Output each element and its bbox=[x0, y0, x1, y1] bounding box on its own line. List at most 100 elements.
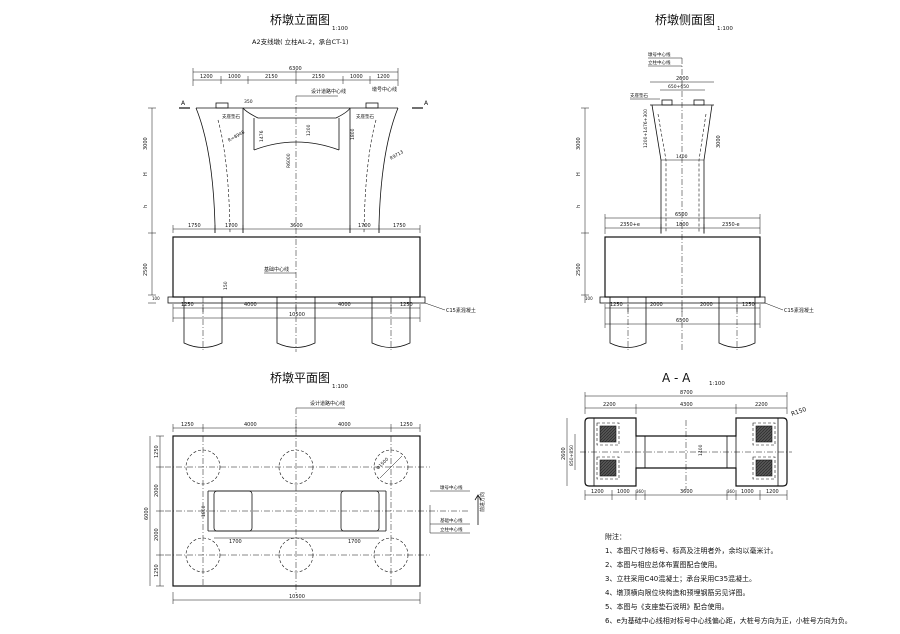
section-dim-top-0: 2200 bbox=[603, 402, 616, 408]
side-title: 桥墩侧面图 bbox=[655, 13, 715, 27]
plan-dim-top-1: 4000 bbox=[244, 422, 257, 428]
label-bearing-left: 支座垫石 bbox=[222, 113, 240, 120]
label-c15: C15素混凝土 bbox=[446, 307, 476, 314]
section-mark-left: A bbox=[181, 100, 186, 107]
dim-top-5: 1200 bbox=[377, 74, 390, 80]
plan-dim-top-3: 1250 bbox=[400, 422, 413, 428]
side-dim-h: H bbox=[576, 172, 582, 176]
side-dim-pile-0: 1250 bbox=[610, 302, 623, 308]
section-dim-bot-3: 3600 bbox=[680, 489, 693, 495]
side-dim-h2: h bbox=[576, 205, 582, 208]
note-item-3: 3、立柱采用C40混凝土；承台采用C35混凝土。 bbox=[605, 575, 757, 583]
side-dim-mid-0: 2350+e bbox=[620, 222, 640, 228]
side-scale: 1:100 bbox=[717, 26, 733, 32]
radius-right: R9713 bbox=[389, 149, 405, 162]
section-dim-2600: 2600 bbox=[561, 447, 567, 460]
plan-dim-d1500: Φ1500 bbox=[375, 456, 390, 471]
plan-dim-left-0: 1250 bbox=[154, 445, 160, 458]
side-dim-100: 100 bbox=[585, 296, 593, 301]
side-dim-mid-1: 1800 bbox=[676, 222, 689, 228]
dim-1200: 1200 bbox=[306, 124, 312, 136]
note-item-2: 2、本图与相应总体布置图配合使用。 bbox=[605, 561, 722, 569]
plan-label-col: 立柱中心线 bbox=[440, 526, 463, 533]
dim-top-4: 1000 bbox=[350, 74, 363, 80]
side-dim-pile-2: 2000 bbox=[700, 302, 713, 308]
section-title: A - A bbox=[662, 371, 691, 385]
dim-1476: 1476 bbox=[259, 130, 265, 142]
section-dim-top-2: 2200 bbox=[755, 402, 768, 408]
dim-top-0: 1200 bbox=[200, 74, 213, 80]
plan-dim-total: 10500 bbox=[289, 594, 305, 600]
section-dim-1400: 1400 bbox=[698, 444, 704, 456]
plan-label-found: 基础中心线 bbox=[440, 517, 463, 524]
dim-pile-2: 4000 bbox=[338, 302, 351, 308]
side-dim-top2: 650+650 bbox=[668, 84, 689, 90]
plan-dim-left-1: 2000 bbox=[154, 484, 160, 497]
elevation-view: 桥墩立面图 1:100 A2支线墩( 立柱AL-2，承台CT-1) 6300 1… bbox=[143, 12, 476, 352]
section-dim-bot-4: 360 bbox=[727, 489, 735, 494]
plan-view: 桥墩平面图 1:100 设计道路中心线 1250 4000 4000 1250 … bbox=[144, 371, 486, 604]
note-item-5: 5、本图与《支座垫石说明》配合使用。 bbox=[605, 603, 729, 611]
dim-6300: 6300 bbox=[289, 66, 302, 72]
side-dim-2500: 2500 bbox=[576, 263, 582, 276]
side-dim-pile-1: 2000 bbox=[650, 302, 663, 308]
side-dim-left: 1200+1476+300 bbox=[643, 109, 649, 148]
plan-title: 桥墩平面图 bbox=[270, 371, 330, 385]
section-dim-left: 850+850 bbox=[569, 445, 575, 466]
elevation-subtitle: A2支线墩( 立柱AL-2，承台CT-1) bbox=[252, 37, 349, 46]
dim-col-0: 1750 bbox=[188, 223, 201, 229]
dim-h2: h bbox=[143, 205, 149, 208]
side-label-bearing: 支座垫石 bbox=[630, 92, 648, 99]
dim-pile-0: 1250 bbox=[181, 302, 194, 308]
elevation-scale: 1:100 bbox=[332, 26, 348, 32]
section-radius: R150 bbox=[790, 406, 807, 418]
dim-top-3: 2150 bbox=[312, 74, 325, 80]
dim-h: H bbox=[143, 172, 149, 176]
plan-dim-col-1: 1700 bbox=[348, 539, 361, 545]
plan-label-dir: 前进方向 bbox=[479, 492, 486, 512]
section-dim-bot-2: 360 bbox=[636, 489, 644, 494]
plan-scale: 1:100 bbox=[332, 384, 348, 390]
dim-col-1: 1700 bbox=[225, 223, 238, 229]
side-dim-3000b: 3000 bbox=[576, 137, 582, 150]
plan-dim-top-0: 1250 bbox=[181, 422, 194, 428]
label-pier-center: 墩号中心线 bbox=[372, 86, 397, 93]
plan-dim-left-2: 2000 bbox=[154, 528, 160, 541]
side-label-col: 立柱中心线 bbox=[648, 59, 671, 66]
dim-top-2: 2150 bbox=[265, 74, 278, 80]
dim-150: 150 bbox=[223, 281, 229, 290]
plan-dim-col-0: 1700 bbox=[229, 539, 242, 545]
side-view: 桥墩侧面图 1:100 墩号中心线 立柱中心线 2600 650+650 支座垫… bbox=[576, 13, 814, 352]
plan-label-pier: 墩号中心线 bbox=[440, 484, 463, 491]
section-dim-bot-0: 1200 bbox=[591, 489, 604, 495]
note-item-1: 1、本图尺寸除标号、标高及注明者外，余均以毫米计。 bbox=[605, 547, 778, 555]
elevation-title: 桥墩立面图 bbox=[270, 12, 330, 27]
label-road-center: 设计道路中心线 bbox=[311, 88, 346, 95]
section-dim-8700: 8700 bbox=[680, 390, 693, 396]
notes-heading: 附注： bbox=[605, 533, 626, 541]
section-dim-bot-1: 1000 bbox=[617, 489, 630, 495]
note-item-6: 6、e为基础中心线相对标号中心线偏心距，大桩号方向为正，小桩号方向为负。 bbox=[605, 617, 852, 625]
plan-dim-1800: 1800 bbox=[201, 505, 207, 517]
dim-pile-3: 1250 bbox=[400, 302, 413, 308]
dim-total: 10500 bbox=[289, 312, 305, 318]
side-dim-total: 6500 bbox=[676, 318, 689, 324]
side-dim-mid-2: 2350-e bbox=[722, 222, 740, 228]
section-dim-bot-6: 1200 bbox=[766, 489, 779, 495]
dim-col-3: 1700 bbox=[358, 223, 371, 229]
side-label-pier: 墩号中心线 bbox=[648, 51, 671, 58]
plan-dim-top-2: 4000 bbox=[338, 422, 351, 428]
dim-pile-1: 4000 bbox=[244, 302, 257, 308]
dim-2500: 2500 bbox=[143, 263, 149, 276]
side-dim-3000: 3000 bbox=[716, 135, 722, 148]
section-mark-right: A bbox=[424, 100, 429, 107]
dim-col-4: 1750 bbox=[393, 223, 406, 229]
label-bearing-right: 支座垫石 bbox=[356, 113, 374, 120]
side-label-c15: C15素混凝土 bbox=[784, 307, 814, 314]
label-found-center: 基础中心线 bbox=[264, 266, 289, 273]
dim-col-2: 3600 bbox=[290, 223, 303, 229]
side-dim-1400: 1400 bbox=[676, 154, 688, 160]
side-dim-6500: 6500 bbox=[675, 212, 688, 218]
section-view: A - A 1:100 8700 2200 4300 2200 R150 140… bbox=[561, 371, 808, 500]
